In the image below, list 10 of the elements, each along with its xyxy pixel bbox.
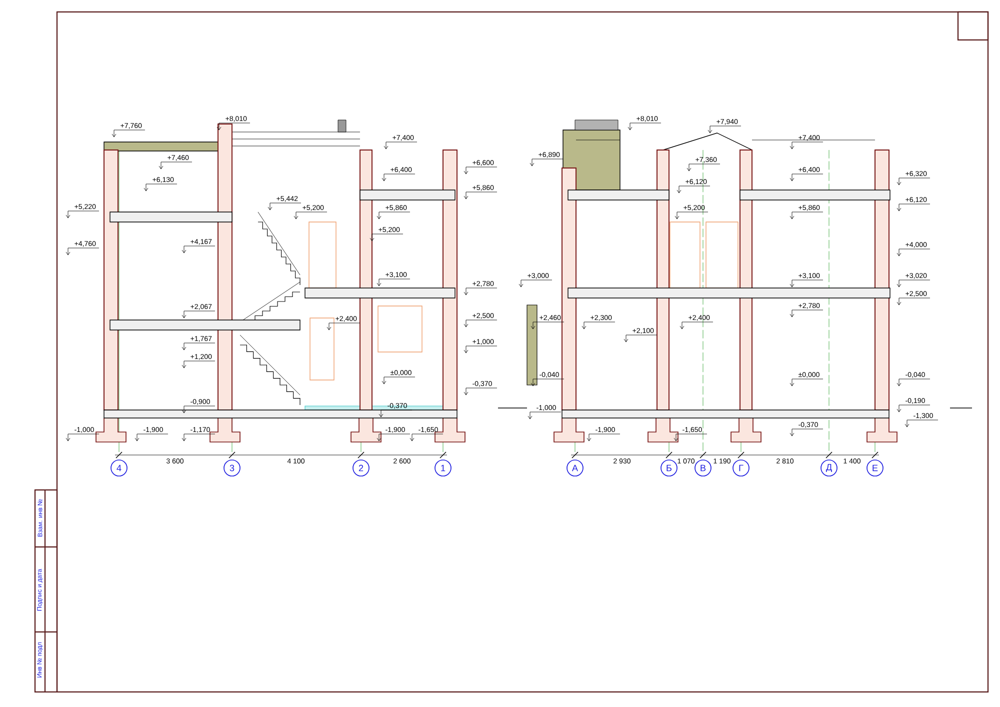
axis-bubble: 2	[352, 460, 370, 476]
axis-bubble: 4	[110, 460, 128, 476]
axis-bubble: Д	[820, 460, 838, 476]
axis-bubble: 3	[224, 460, 240, 476]
axis-bubble: В	[694, 460, 712, 476]
axis-bubble: Е	[866, 460, 884, 476]
axis-bubble: Б	[660, 460, 678, 476]
axis-bubble: 1	[434, 460, 452, 476]
axis-bubble: А	[566, 460, 584, 476]
axis-bubble: Г	[732, 460, 750, 476]
